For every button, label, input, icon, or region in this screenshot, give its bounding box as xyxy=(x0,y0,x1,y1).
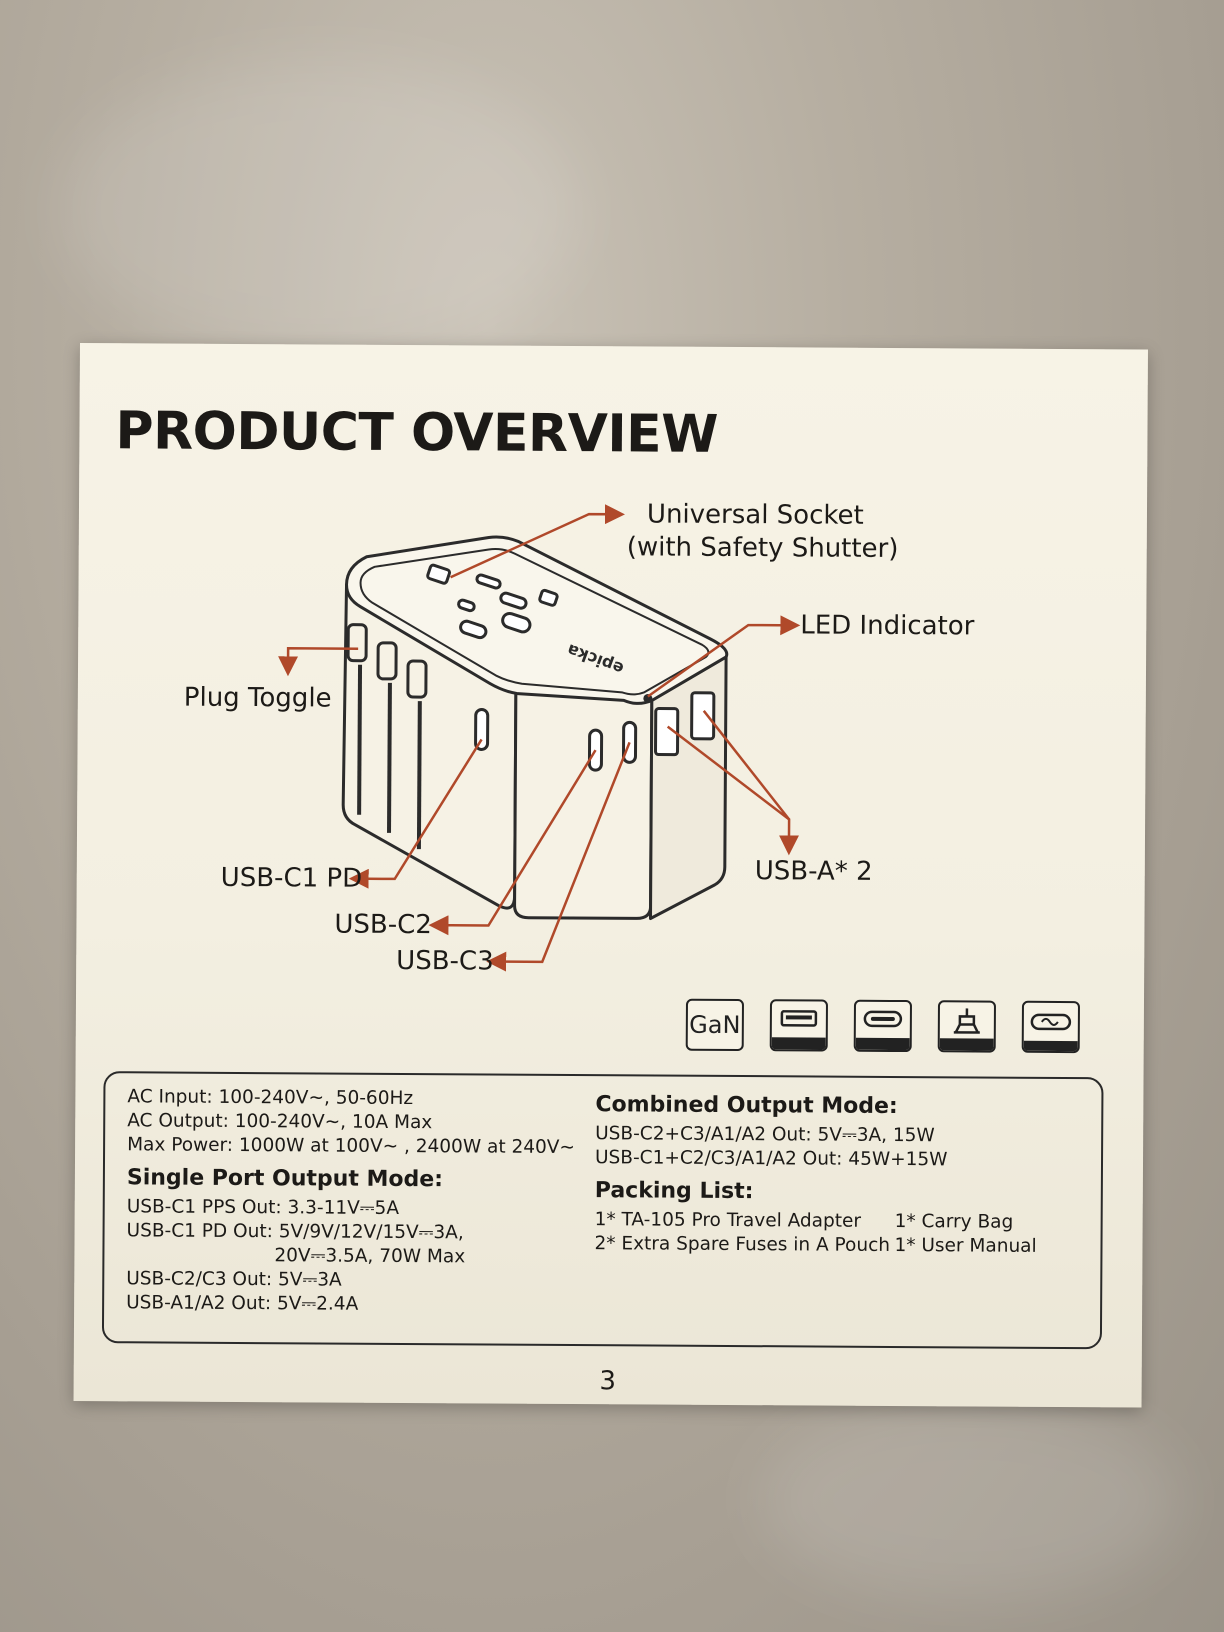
usb-c1-pps-spec: USB-C1 PPS Out: 3.3-11V⎓5A xyxy=(126,1196,400,1219)
usb-a1-a2-spec: USB-A1/A2 Out: 5V⎓2.4A xyxy=(126,1292,359,1315)
usb-ports xyxy=(474,691,716,772)
packing-list: 1* TA-105 Pro Travel Adapter 1* Carry Ba… xyxy=(594,1208,1084,1259)
callout-universal-socket: Universal Socket (with Safety Shutter) xyxy=(627,498,899,565)
usb-a-icon xyxy=(769,999,829,1052)
callout-usb-a-2: USB-A* 2 xyxy=(754,856,873,887)
combined-output-1: USB-C2+C3/A1/A2 Out: 5V⎓3A, 15W xyxy=(595,1123,935,1147)
callout-led-indicator: LED Indicator xyxy=(800,610,975,642)
usb-c1-port xyxy=(474,707,490,751)
combined-output-heading: Combined Output Mode: xyxy=(595,1092,898,1120)
callout-usb-c2: USB-C2 xyxy=(334,909,432,941)
usb-a2-port xyxy=(690,691,716,741)
usb-c2-c3-spec: USB-C2/C3 Out: 5V⎓3A xyxy=(126,1268,342,1291)
packing-list-heading: Packing List: xyxy=(594,1178,754,1205)
fabric-highlight xyxy=(760,1400,1180,1600)
adapter-diagram: epicka xyxy=(278,504,801,972)
feature-icon-row: GaN xyxy=(685,998,1080,1054)
specs-left-column: AC Input: 100-240V~, 50-60Hz AC Output: … xyxy=(126,1085,587,1318)
callout-usb-c1-pd: USB-C1 PD xyxy=(220,862,363,894)
packing-item: 1* TA-105 Pro Travel Adapter xyxy=(594,1209,862,1232)
usb-c1-pd-spec-cont: 20V⎓3.5A, 70W Max xyxy=(274,1245,466,1268)
packing-item: 1* User Manual xyxy=(894,1234,1037,1257)
fuse-icon xyxy=(1021,1000,1080,1054)
ac-output-spec: AC Output: 100-240V~, 10A Max xyxy=(127,1110,433,1134)
page-number: 3 xyxy=(599,1366,617,1397)
packing-item: 2* Extra Spare Fuses in A Pouch xyxy=(594,1233,891,1256)
manual-page: PRODUCT OVERVIEW xyxy=(73,343,1148,1408)
safety-shutter-note: (with Safety Shutter) xyxy=(626,531,899,564)
usb-a1-port xyxy=(654,707,680,757)
callout-plug-toggle: Plug Toggle xyxy=(183,682,332,714)
single-port-heading: Single Port Output Mode: xyxy=(126,1165,444,1193)
universal-socket-holes xyxy=(426,563,559,640)
gan-label: GaN xyxy=(689,1010,741,1040)
max-power-spec: Max Power: 1000W at 100V~ , 2400W at 240… xyxy=(127,1134,576,1159)
gan-icon: GaN xyxy=(685,998,745,1052)
combined-output-2: USB-C1+C2/C3/A1/A2 Out: 45W+15W xyxy=(594,1147,948,1171)
usb-c-icon xyxy=(853,999,913,1053)
universal-plug-icon xyxy=(937,1000,996,1053)
specifications-box: AC Input: 100-240V~, 50-60Hz AC Output: … xyxy=(101,1071,1104,1350)
fabric-highlight xyxy=(60,60,580,360)
universal-socket-label: Universal Socket xyxy=(646,499,864,531)
callout-usb-c3: USB-C3 xyxy=(396,945,494,977)
callout-arrows xyxy=(278,504,801,972)
usb-c1-pd-spec: USB-C1 PD Out: 5V/9V/12V/15V⎓3A, xyxy=(126,1220,464,1244)
packing-item: 1* Carry Bag xyxy=(894,1210,1014,1233)
ac-input-spec: AC Input: 100-240V~, 50-60Hz xyxy=(127,1086,414,1110)
specs-right-column: Combined Output Mode: USB-C2+C3/A1/A2 Ou… xyxy=(594,1084,1085,1259)
plug-toggle-sliders xyxy=(346,623,428,850)
